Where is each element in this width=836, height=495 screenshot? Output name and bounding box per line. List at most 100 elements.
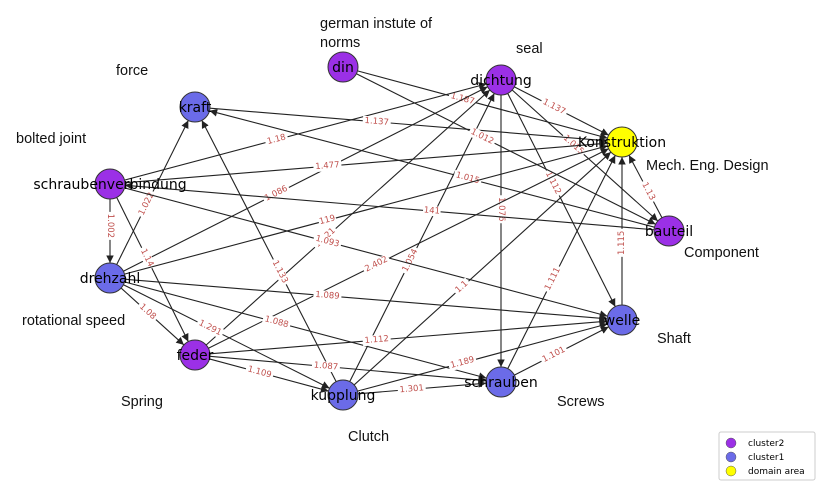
edge-weight-bg [105,211,115,240]
edge-weight-label: 1.109 [244,363,275,381]
edge-weight-bg [136,189,158,219]
edge-weight-label: 1.111 [542,264,564,294]
annotation-konstruktion: Mech. Eng. Design [646,158,769,174]
edge-weight-bg [268,257,291,287]
edge-drehzahl-kupplung [123,284,330,389]
edge-weight-text: 1.111 [543,266,563,292]
node-label-bauteil: bauteil [645,224,693,240]
edge-weight-text: 1.022 [137,191,157,217]
edge-kupplung-kraft [201,120,337,382]
edge-feder-konstruktion [208,148,609,349]
edge-weight-text: 1.301 [399,383,424,395]
legend-marker-domain [725,465,737,477]
node-bauteil[interactable] [653,215,685,247]
annotation-din: german instute of [320,16,433,32]
edge-weight-label: 1.137 [539,96,569,118]
edge-weight-bg [261,313,292,331]
node-label-feder: feder [177,348,214,364]
edge-weight-label: 1.087 [311,360,341,373]
edge-weight-label: 2.402 [361,253,392,276]
edge-bauteil-kraft [209,109,655,228]
edge-weight-label: 1.088 [261,313,292,331]
edge-weight-label: 119 [317,213,338,228]
legend-box [718,431,816,481]
edge-drehzahl-schrauben [124,281,487,380]
edge-weight-label: 141 [422,205,442,217]
node-label-schraubenverbindung: schraubenverbindung [33,177,186,193]
node-label-schrauben: schrauben [464,375,537,391]
edge-drehzahl-welle [124,278,608,322]
node-schrauben[interactable] [485,366,517,398]
node-schraubenverbindung[interactable] [94,168,126,200]
legend-label: domain area [748,467,805,477]
edge-weight-text: 1.137 [364,116,389,128]
node-label-kupplung: kupplung [311,388,376,404]
edge-weight-text: 1.189 [449,355,475,371]
edge-drehzahl-konstruktion [124,144,608,275]
edge-schraubenverbindung-welle [124,187,608,318]
edge-kupplung-konstruktion [353,151,612,386]
edge-weight-text: 1.015 [455,170,481,186]
edge-weight-text: 1.002 [105,214,115,238]
annotation-dichtung: seal [516,41,543,57]
node-konstruktion[interactable] [606,126,638,158]
node-label-welle: welle [604,313,640,329]
edge-weight-bg [559,131,588,159]
edge-weight-bg [422,205,442,217]
edge-kraft-konstruktion [209,107,608,144]
edge-weight-bg [452,169,483,187]
edge-weight-bg [362,333,392,347]
annotation-welle: Shaft [657,331,691,347]
edge-weight-label: 1.054 [399,245,422,276]
node-label-dichtung: dichtung [470,73,531,89]
edge-weight-text: 1.112 [364,334,389,346]
edge-din-bauteil [356,73,656,225]
edge-weight-bg [244,363,275,381]
node-labels-layer: dindichtungkraftKonstruktionschraubenver… [33,60,693,404]
edge-din-konstruktion [357,70,608,140]
edge-weight-label: 1.137 [362,115,392,129]
edge-weight-bg [452,277,472,297]
edge-feder-dichtung [205,89,491,346]
annotation-schraubenverbindung: bolted joint [16,131,86,147]
edge-kupplung-welle [357,322,608,392]
edge-weight-bg [397,383,427,396]
edge-weight-bg [317,213,338,228]
edge-weight-text: 1.14 [138,247,155,268]
edge-weight-bg [447,354,478,372]
edge-schrauben-konstruktion [507,155,616,369]
node-welle[interactable] [606,304,638,336]
node-label-kraft: kraft [179,100,212,116]
node-feder[interactable] [179,339,211,371]
edge-weight-text: 1.088 [263,314,289,330]
edge-weight-bg [399,245,422,276]
edge-schraubenverbindung-feder [116,197,189,342]
edge-weight-bg [312,233,343,251]
edge-weight-bg [195,317,225,339]
node-kupplung[interactable] [327,379,359,411]
node-kraft[interactable] [179,91,211,123]
edge-weight-bg [542,264,564,294]
edge-weight-label: 1.189 [447,354,478,372]
annotation-kupplung: Clutch [348,429,389,445]
node-drehzahl[interactable] [94,262,126,294]
legend-marker-cluster2 [725,437,737,449]
node-din[interactable] [327,51,359,83]
legend-label: cluster2 [748,439,784,449]
edge-weight-label: 1.015 [452,169,483,187]
node-dichtung[interactable] [485,64,517,96]
edge-weight-label: 1.112 [362,333,392,347]
edge-dichtung-bauteil [511,89,659,222]
edge-weight-label: 1.076 [496,195,506,224]
edge-weight-label: 1.115 [617,228,627,257]
edge-weight-bg [361,253,392,276]
annotation-feder: Spring [121,394,163,410]
edge-weight-bg [638,179,658,204]
edge-weight-label: 1.002 [105,211,115,240]
edge-weight-text: 1.109 [246,364,272,380]
edge-drehzahl-dichtung [123,86,488,272]
edge-weight-label: 1.086 [261,182,292,205]
edge-weight-text: 1.18 [266,132,287,147]
edge-weight-bg [539,96,569,118]
